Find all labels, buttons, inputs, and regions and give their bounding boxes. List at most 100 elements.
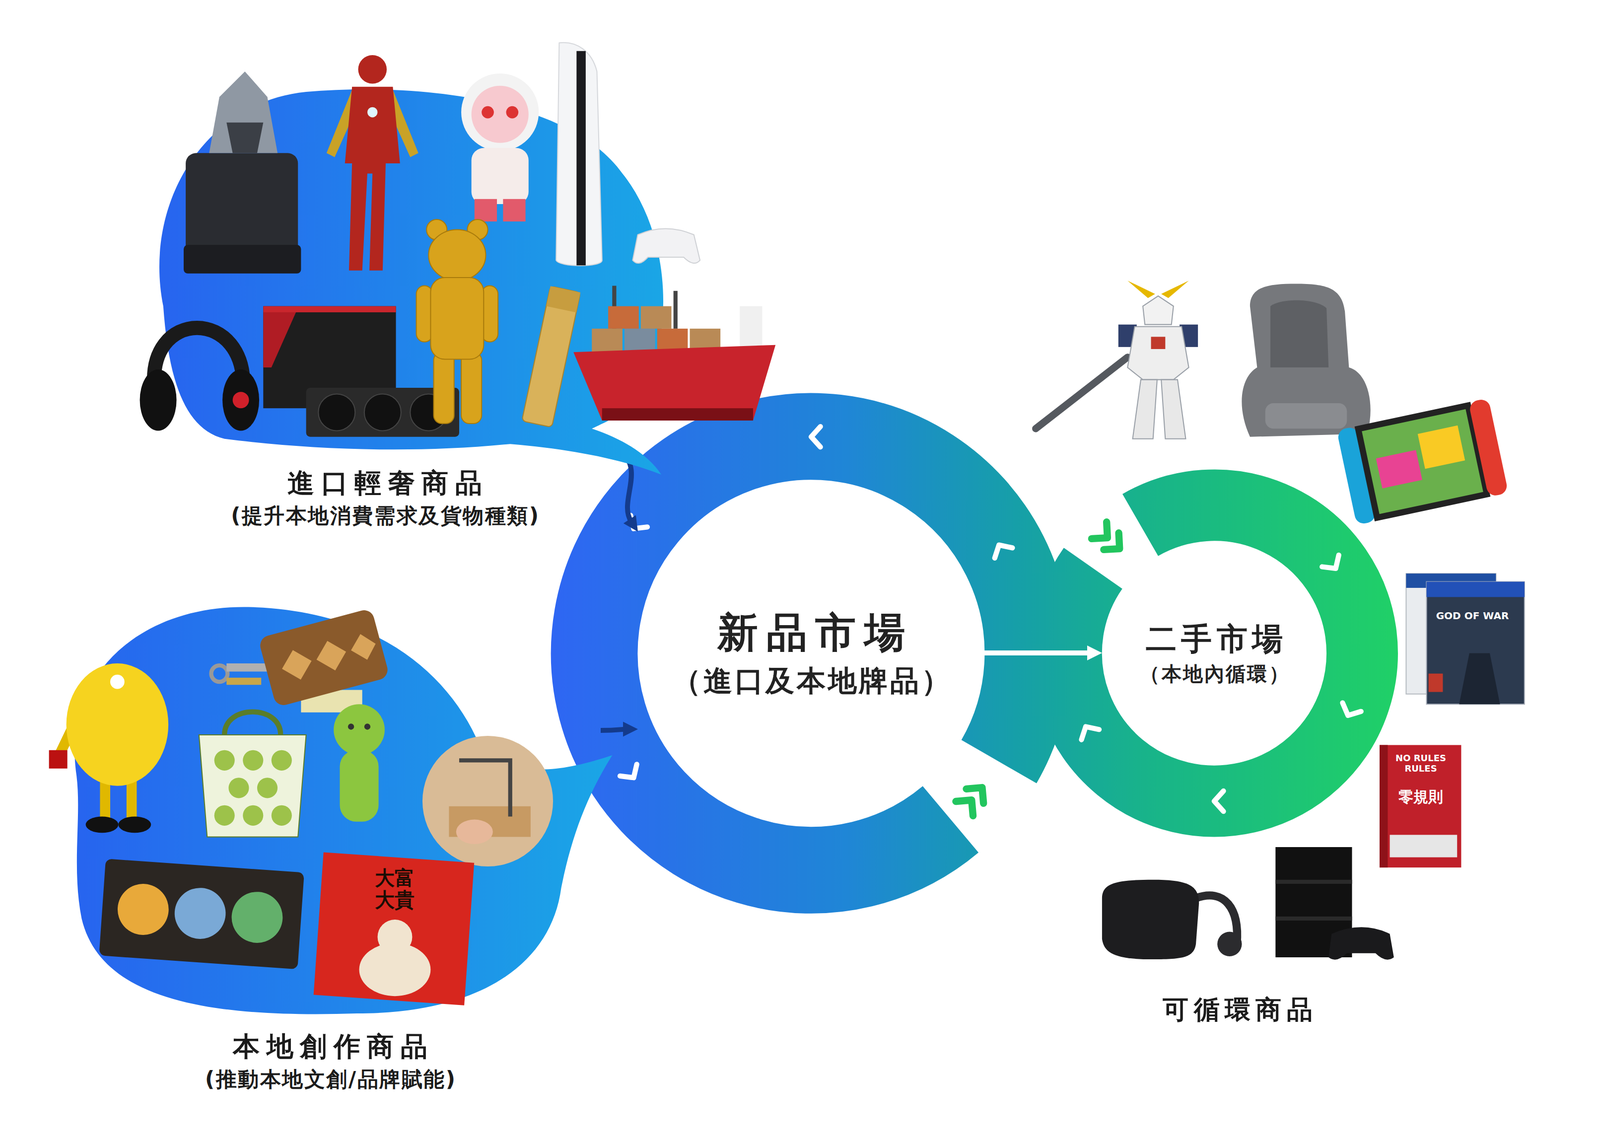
lipstick-part <box>521 285 581 427</box>
keys-and-purse-part <box>258 607 391 707</box>
astronaut-figure <box>461 73 539 222</box>
region-blob <box>74 606 613 1014</box>
tote-bag-part <box>214 750 235 771</box>
book-part <box>1379 744 1388 868</box>
tote-bag-part <box>242 750 264 771</box>
astronaut-figure-part <box>474 199 497 222</box>
plush-toy-part <box>339 750 379 822</box>
tote-bag <box>199 711 307 837</box>
chick-figure-part <box>49 750 68 769</box>
region-title: 進口輕奢商品 <box>280 466 489 500</box>
second-hand-ring <box>1066 504 1363 801</box>
cargo-ship <box>573 285 776 421</box>
game-console-handheld-part <box>1376 449 1423 488</box>
double-chevrons-part-part <box>1091 521 1115 547</box>
tote-bag-part <box>242 805 264 826</box>
import-goods-illustration <box>148 39 621 542</box>
headphones-part <box>232 391 250 409</box>
double-chevrons-part-part <box>966 780 991 804</box>
game-console <box>1275 846 1394 960</box>
coin-display-part <box>172 886 228 941</box>
red-card-part <box>377 919 413 955</box>
coin-display-part <box>115 882 171 937</box>
graphics-card-part <box>263 306 396 313</box>
book-part <box>1379 744 1461 868</box>
region-title: 本地創作商品 <box>226 1029 435 1064</box>
chick-figure-part <box>66 663 169 786</box>
keys-and-purse-part-part <box>278 628 380 684</box>
flow-chevrons-part <box>811 426 821 447</box>
astronaut-figure-part <box>502 199 526 222</box>
woodwork-photo <box>422 735 554 867</box>
chick-figure-part <box>110 674 125 690</box>
cargo-ship-part <box>602 408 754 421</box>
woodwork-photo-part <box>422 735 554 867</box>
red-card-part <box>313 851 475 1005</box>
book-part <box>1390 834 1458 857</box>
market-subtitle: （進口及本地牌品） <box>670 662 953 699</box>
double-chevrons-part <box>955 780 991 817</box>
flow-chevrons-part <box>1076 721 1100 740</box>
book-title: NO RULES RULES <box>1390 752 1452 775</box>
cargo-ship-part <box>591 328 623 352</box>
tote-bag-part <box>199 734 307 837</box>
flow-chevrons-part <box>1321 555 1344 575</box>
astronaut-figure-part <box>471 85 529 143</box>
vr-headset <box>1102 879 1243 960</box>
tote-bag-part <box>228 777 249 798</box>
gold-bear-part <box>433 351 455 424</box>
gundam-figure-part <box>1161 379 1186 439</box>
gundam-figure-part <box>1132 379 1158 439</box>
double-chevrons-part <box>1091 521 1128 557</box>
cargo-ship-part <box>739 306 763 348</box>
gold-bear-part <box>461 351 482 424</box>
lipstick <box>521 285 581 427</box>
plush-toy-part <box>364 723 371 730</box>
section-label: 可循環商品 <box>1157 994 1318 1025</box>
headphones-part <box>139 369 177 431</box>
cargo-ship-part <box>640 306 672 329</box>
game-console-part <box>1275 879 1352 884</box>
local-goods-illustration <box>59 570 601 1103</box>
region-subtitle: (推動本地文創/品牌賦能) <box>203 1066 457 1093</box>
keys-and-purse-part-part <box>258 607 391 707</box>
game-console-part <box>1328 926 1394 960</box>
double-chevrons-part-part <box>955 792 980 816</box>
gundam-figure-part <box>1127 326 1189 380</box>
flow-chevrons-part <box>990 539 1013 558</box>
plush-toy-part <box>347 723 354 730</box>
armor-figure-part <box>345 86 401 271</box>
gundam-figure-part <box>1142 295 1174 325</box>
arrow-head <box>1087 645 1103 661</box>
headphones-part <box>222 369 260 431</box>
flow-chevrons-part <box>1338 702 1362 720</box>
double-chevrons-part-part <box>1103 532 1127 557</box>
flow-chevrons <box>620 426 1362 812</box>
cargo-ship-part <box>624 328 656 352</box>
vr-headset-part <box>1217 931 1242 957</box>
robot-bust-part <box>208 71 278 153</box>
console-tower <box>556 42 700 266</box>
car-seat-part <box>1265 403 1347 429</box>
game-boxes <box>1405 573 1525 704</box>
console-tower-part <box>632 228 700 264</box>
cargo-ship-part <box>673 290 678 329</box>
graphics-card-part <box>263 312 296 368</box>
new-goods-market: 新品市場（進口及本地牌品） <box>637 479 985 827</box>
game-title: GOD OF WAR <box>1434 609 1512 623</box>
coin-display <box>98 858 304 970</box>
book <box>1379 744 1461 868</box>
robot-bust-part <box>183 244 301 274</box>
flow-connector <box>600 729 627 731</box>
flow-connector <box>984 650 1091 656</box>
second-hand-market: 二手市場（本地內循環） <box>1102 540 1327 766</box>
robot-bust <box>183 71 301 274</box>
double-chevrons <box>955 521 1127 816</box>
tote-bag-part <box>224 711 281 735</box>
game-console-handheld <box>1336 398 1509 526</box>
arrow-head <box>623 721 638 737</box>
keys-and-purse-part <box>226 677 262 685</box>
gundam-figure-part <box>1151 336 1166 349</box>
astronaut-figure-part <box>506 106 519 119</box>
chick-figure-part <box>85 816 119 833</box>
